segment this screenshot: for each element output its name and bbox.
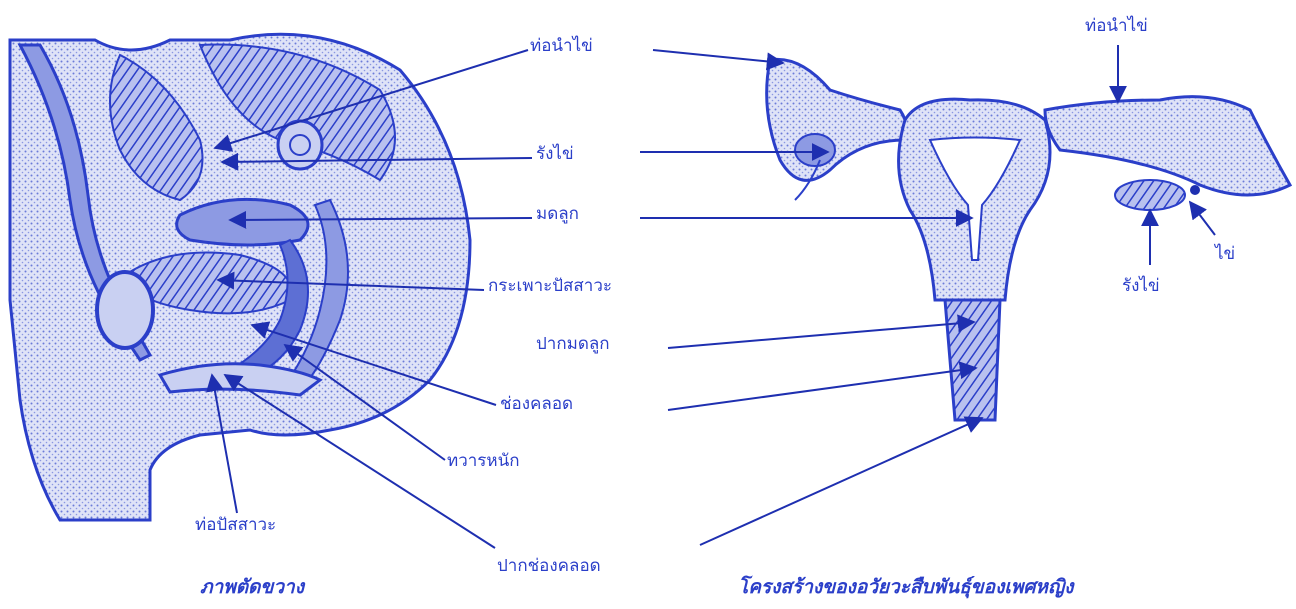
egg-dot (1190, 185, 1200, 195)
label-uterus: มดลูก (536, 206, 579, 223)
right-ovary (1115, 180, 1185, 210)
label-fallopian-tube-right: ท่อนำไข่ (1085, 18, 1148, 35)
label-ovary-left: รังไข่ (536, 146, 574, 163)
label-vagina: ช่องคลอด (500, 396, 573, 413)
cervix-vagina (945, 300, 1000, 420)
label-urethra: ท่อปัสสาวะ (195, 517, 276, 534)
caption-cross-section: ภาพตัดขวาง (200, 578, 304, 597)
right-fallopian-tube (1045, 97, 1290, 195)
left-fallopian-tube (767, 59, 907, 180)
left-ovary (795, 134, 835, 166)
frontal-view (767, 59, 1290, 420)
sagittal-section (10, 34, 470, 520)
label-bladder: กระเพาะปัสสาวะ (488, 278, 612, 295)
caption-female-reproductive-structure: โครงสร้างของอวัยวะสืบพันธุ์ของเพศหญิง (738, 578, 1073, 597)
label-egg: ไข่ (1215, 246, 1235, 263)
label-cervix: ปากมดลูก (536, 336, 610, 353)
label-anus: ทวารหนัก (447, 453, 520, 470)
pubic-bone (97, 272, 153, 348)
label-vaginal-opening: ปากช่องคลอด (497, 558, 601, 575)
label-ovary-right: รังไข่ (1122, 278, 1160, 295)
label-fallopian-tube-left: ท่อนำไข่ (530, 38, 593, 55)
